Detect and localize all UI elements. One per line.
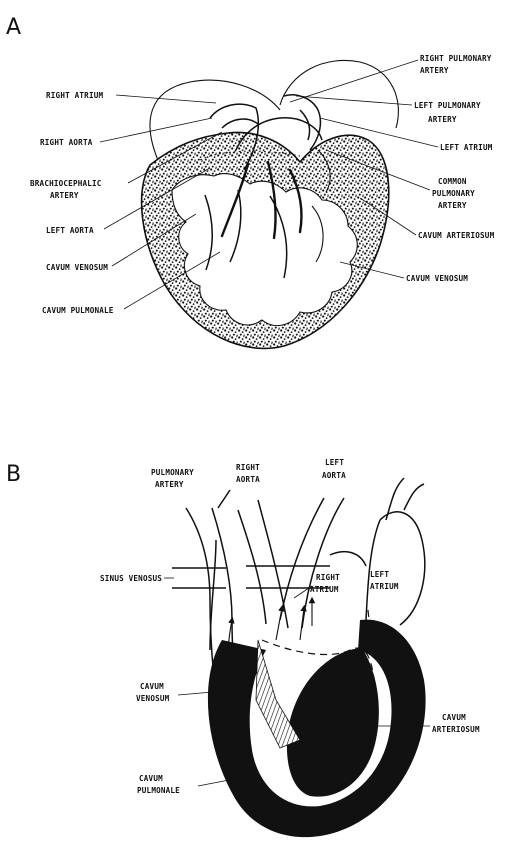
label-cavum-venosum-a-right: CAVUM VENOSUM: [406, 274, 468, 283]
label-cavum-pulmonale-b-1: CAVUM: [139, 774, 163, 783]
label-left-atrium-b-2: ATRIUM: [370, 582, 399, 591]
label-right-atrium-b-1: RIGHT: [316, 573, 340, 582]
pulmonary-artery-branch-b: [218, 490, 230, 508]
label-cavum-arteriosum-b-1: CAVUM: [442, 713, 466, 722]
label-left-aorta-b-2: AORTA: [322, 471, 346, 480]
label-cavum-venosum-b-2: VENOSUM: [136, 694, 170, 703]
pulmonary-artery-vessel: [284, 95, 320, 150]
left-atrium-outline: [280, 60, 398, 128]
label-common-pulmonary-a-3: ARTERY: [438, 201, 467, 210]
panel-b-letter: B: [6, 462, 21, 487]
left-aorta-right-wall-b: [302, 498, 344, 628]
label-brachiocephalic-a-1: BRACHIOCEPHALIC: [30, 179, 102, 188]
label-pulmonary-artery-b-1: PULMONARY: [151, 468, 194, 477]
panel-b: B: [6, 458, 480, 837]
label-cavum-arteriosum-a: CAVUM ARTERIOSUM: [418, 231, 495, 240]
label-right-atrium-a: RIGHT ATRIUM: [46, 91, 103, 100]
label-right-pulmonary-a-1: RIGHT PULMONARY: [420, 54, 492, 63]
label-left-pulmonary-a-2: ARTERY: [428, 115, 457, 124]
septum-hatch-b: [256, 640, 300, 748]
label-left-aorta-b-1: LEFT: [325, 458, 344, 467]
leader-right-atrium-a: [116, 95, 216, 103]
label-right-aorta-a: RIGHT AORTA: [40, 138, 93, 147]
label-right-pulmonary-a-2: ARTERY: [420, 66, 449, 75]
label-brachiocephalic-a-2: ARTERY: [50, 191, 79, 200]
pulmonary-vein-2-b: [404, 484, 424, 510]
label-common-pulmonary-a-1: COMMON: [438, 177, 467, 186]
label-cavum-pulmonale-b-2: PULMONALE: [137, 786, 180, 795]
right-aorta-right-wall-b: [258, 500, 288, 628]
label-right-atrium-b-2: ATRIUM: [310, 585, 339, 594]
ventricle-inner-mass-b: [287, 648, 379, 797]
flow-arrow-left-aorta-b: [300, 608, 304, 640]
right-aorta-left-wall-b: [238, 510, 266, 624]
label-common-pulmonary-a-2: PULMONARY: [432, 189, 475, 198]
label-left-atrium-b-1: LEFT: [370, 570, 389, 579]
leader-right-aorta-a: [100, 118, 212, 142]
flow-arrow-right-aorta-b: [276, 608, 282, 640]
pulmonary-branch: [300, 110, 310, 140]
label-left-atrium-a: LEFT ATRIUM: [440, 143, 493, 152]
left-atrium-wall-right-b: [380, 512, 425, 625]
label-sinus-venosus-b: SINUS VENOSUS: [100, 574, 162, 583]
label-cavum-venosum-a-left: CAVUM VENOSUM: [46, 263, 108, 272]
label-right-aorta-b-2: AORTA: [236, 475, 260, 484]
aortic-arch: [222, 119, 258, 128]
leader-right-pulmonary-a: [290, 60, 418, 102]
label-cavum-pulmonale-a: CAVUM PULMONALE: [42, 306, 114, 315]
label-pulmonary-artery-b-2: ARTERY: [155, 480, 184, 489]
label-right-aorta-b-1: RIGHT: [236, 463, 260, 472]
label-cavum-venosum-b-1: CAVUM: [140, 682, 164, 691]
panel-a-letter: A: [6, 15, 21, 40]
panel-a-heart-drawing: [142, 60, 399, 348]
label-left-aorta-a: LEFT AORTA: [46, 226, 94, 235]
label-left-pulmonary-a-1: LEFT PULMONARY: [414, 101, 481, 110]
panel-a: A RIGHT ATRIUM: [6, 15, 495, 348]
atrium-cap-b: [330, 552, 366, 566]
label-cavum-arteriosum-b-2: ARTERIOSUM: [432, 725, 480, 734]
